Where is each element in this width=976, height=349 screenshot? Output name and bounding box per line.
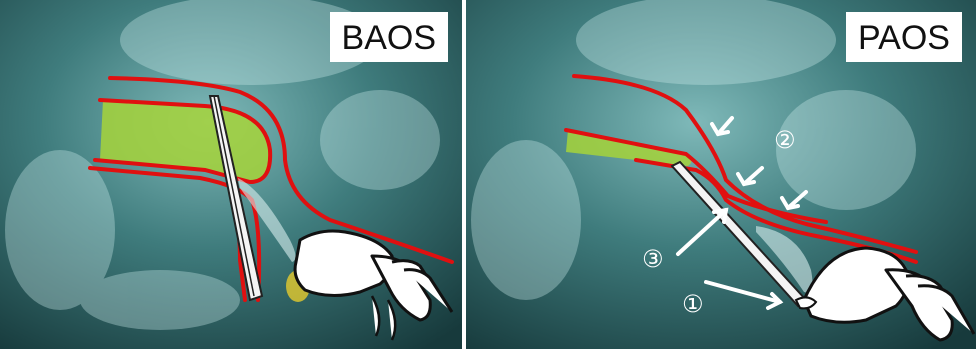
panel-label-paos: PAOS [846,12,962,62]
marker-2: ② [774,128,796,152]
marker-3: ③ [642,247,664,271]
paos-panel: PAOS ② ③ ① [466,0,976,349]
marker-1: ① [682,292,704,316]
baos-panel: BAOS [0,0,462,349]
panel-label-baos: BAOS [330,12,448,62]
